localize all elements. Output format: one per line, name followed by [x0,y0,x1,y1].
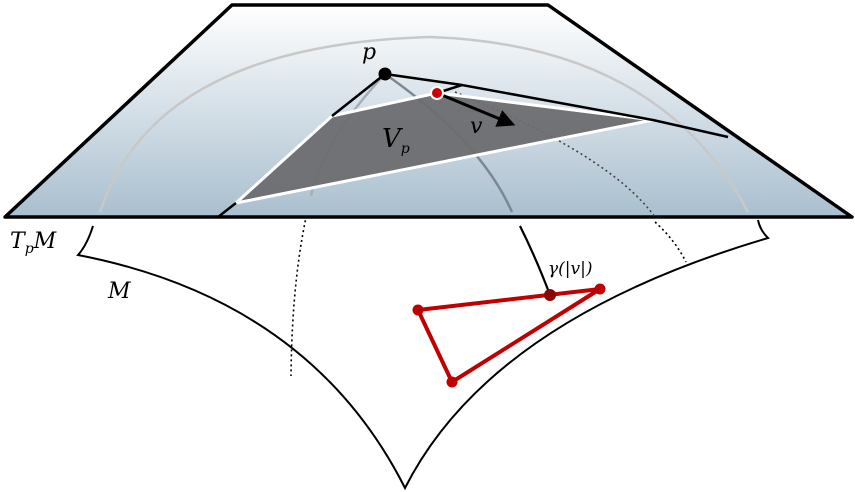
geodesic-curve [519,225,552,296]
manifold-dotted-curve-right [654,221,687,263]
label-tangent-plane-sub: p [25,241,34,257]
label-vector-v: v [470,114,483,139]
label-manifold: M [107,279,131,304]
label-gamma: γ(|v|) [548,259,592,279]
plane-gray-arc [98,35,750,213]
vector-v-arrow [436,91,516,127]
red-triangle-vertex-left [412,304,424,316]
gamma-point [544,289,556,301]
vp-boundary-ray-right [384,72,463,87]
point-v-marker [430,86,444,100]
vp-boundary-bottom-left [217,202,237,218]
label-tangent-plane: TpM [10,229,57,257]
label-point-p: p [362,40,376,65]
label-domain-vp: Vp [382,124,410,157]
manifold-surface [76,219,770,491]
label-tangent-plane-rest: M [33,229,57,254]
red-triangle-vertex-bottom [446,376,458,388]
label-domain-sub: p [401,141,410,157]
label-tangent-plane-main: T [10,229,27,254]
red-triangle [416,287,602,384]
point-p [378,67,392,81]
vp-boundary-ray-left [331,73,386,117]
red-triangle-vertex-right [594,283,606,295]
label-domain-main: V [382,124,403,154]
vp-boundary-top [436,83,729,139]
